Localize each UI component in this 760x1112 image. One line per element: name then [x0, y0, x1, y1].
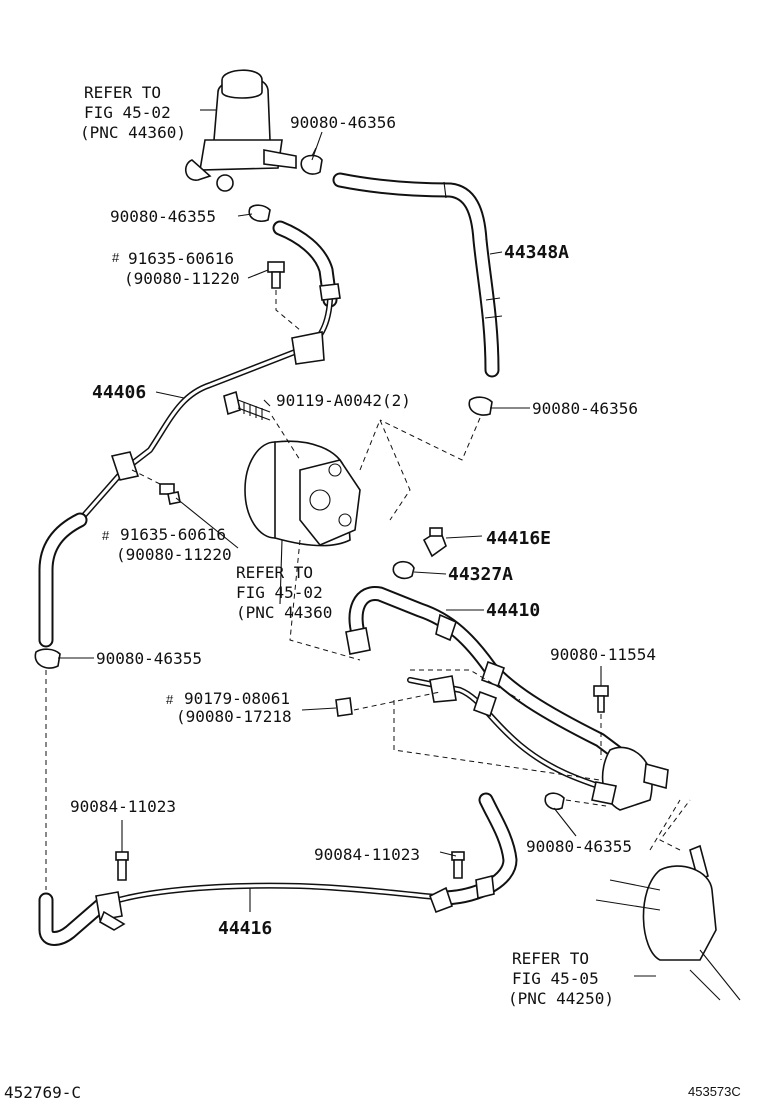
- bolt-91635-mid: [131, 469, 181, 505]
- label-hose-return-upper: 44348A: [504, 242, 569, 263]
- bolt-90084-lower-mid: [451, 851, 465, 879]
- label-bolt-mid-main: 91635-60616: [120, 525, 226, 544]
- return-tube-44416: [38, 792, 518, 946]
- ref-reservoir-line1: REFER TO: [84, 83, 161, 102]
- label-clamp-top: 90080-46356: [290, 113, 396, 132]
- gasket-44327a: [392, 560, 415, 580]
- reservoir-reference: REFER TO FIG 45-02 (PNC 44360): [80, 83, 186, 142]
- hose-clamp-reservoir-left: [248, 204, 271, 223]
- label-bolt-lower-left: 90084-11023: [70, 797, 176, 816]
- return-tube-44406: [38, 220, 341, 648]
- return-hose-44348a: [332, 172, 503, 378]
- ref-pump-line1: REFER TO: [236, 563, 313, 582]
- bolt-91635-upper: [267, 261, 301, 331]
- label-gasket: 44327A: [448, 564, 513, 585]
- bolt-90080-11554: [593, 685, 609, 760]
- ref-gear-line3: (PNC 44250): [508, 989, 614, 1008]
- label-nut-main: 90179-08061: [184, 689, 290, 708]
- steering-gear: [595, 799, 741, 1001]
- union-bolt-44416e: [422, 527, 447, 558]
- label-clamp-reservoir-left: 90080-46355: [110, 207, 216, 226]
- ref-pump-line2: FIG 45-02: [236, 583, 323, 602]
- reservoir-tank: [185, 69, 297, 192]
- hash-mark-nut: #: [166, 692, 174, 707]
- label-union-bolt: 44416E: [486, 528, 551, 549]
- bolt-90084-lower-left: [115, 851, 129, 881]
- label-clamp-hose-lower: 90080-46356: [532, 399, 638, 418]
- ref-gear-line2: FIG 45-05: [512, 969, 599, 988]
- label-bolt-top-main: 91635-60616: [128, 249, 234, 268]
- ref-reservoir-line2: FIG 45-02: [84, 103, 171, 122]
- nut-90179-08061: [335, 691, 441, 717]
- label-bolt-gear: 90080-11554: [550, 645, 656, 664]
- pump-bolt-90119: [223, 390, 301, 461]
- label-tube-return-lower: 44416: [218, 918, 272, 939]
- footer-right-code: 453573C: [688, 1084, 741, 1099]
- ref-gear-line1: REFER TO: [512, 949, 589, 968]
- footer-left-code: 452769-C: [4, 1083, 81, 1102]
- hose-clamp-top: [300, 147, 323, 175]
- leader-lines: [58, 109, 656, 977]
- hose-clamp-gear: [544, 792, 607, 811]
- hose-clamp-left-lower: [34, 648, 61, 890]
- ref-pump-line3: (PNC 44360: [236, 603, 332, 622]
- pump-reference: REFER TO FIG 45-02 (PNC 44360: [236, 563, 332, 622]
- label-bolt-mid-alt: (90080-11220: [116, 545, 232, 564]
- power-steering-pump: [244, 418, 411, 661]
- label-clamp-gear: 90080-46355: [526, 837, 632, 856]
- label-bolt-top-alt: (90080-11220: [124, 269, 240, 288]
- ref-reservoir-line3: (PNC 44360): [80, 123, 186, 142]
- label-pump-bolt: 90119-A0042(2): [276, 391, 411, 410]
- pressure-tube-44410: [345, 586, 669, 811]
- label-nut-alt: (90080-17218: [176, 707, 292, 726]
- hash-mark-upper: #: [112, 250, 120, 265]
- gear-reference: REFER TO FIG 45-05 (PNC 44250): [508, 949, 614, 1008]
- label-tube-return: 44406: [92, 382, 146, 403]
- label-pressure-tube: 44410: [486, 600, 540, 621]
- label-bolt-lower-mid: 90084-11023: [314, 845, 420, 864]
- label-clamp-left-lower: 90080-46355: [96, 649, 202, 668]
- hash-mark-mid: #: [102, 528, 110, 543]
